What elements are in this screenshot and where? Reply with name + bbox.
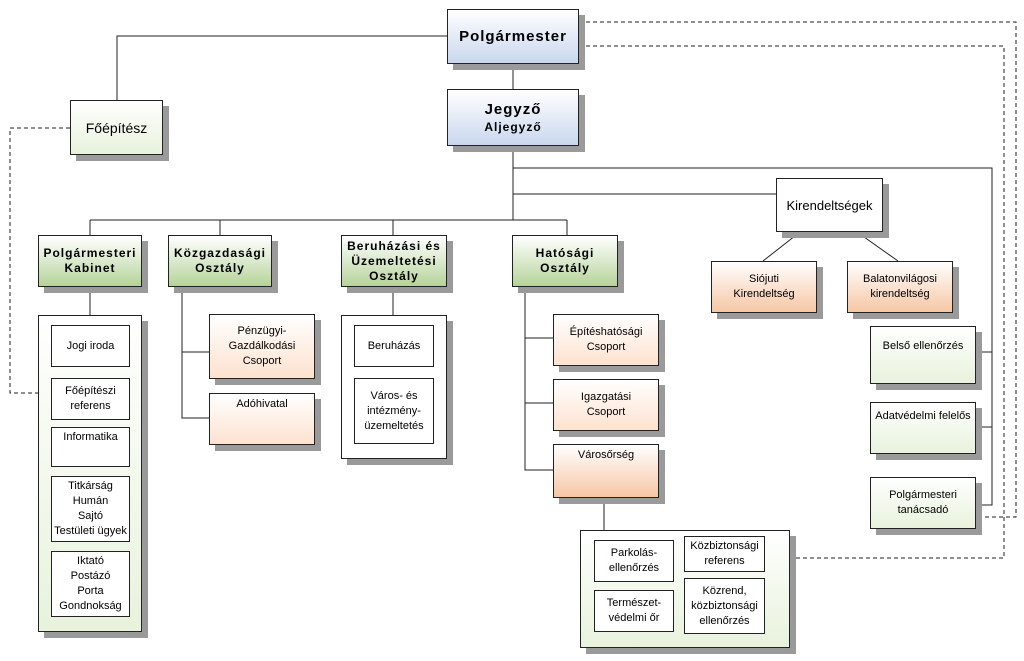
cabinet-label: Polgármesteri Kabinet: [43, 246, 137, 275]
cabinet-unit-label: Titkárság Humán Sajtó Testületi ügyek: [54, 480, 127, 537]
cabinet-unit-it: Informatika: [51, 427, 130, 467]
guard-unit-security-referens: Közbiztonsági referens: [684, 536, 765, 572]
guard-unit-public-order: Közrend, közbiztonsági ellenőrzés: [684, 578, 765, 634]
mayor-box: Polgármester: [447, 9, 579, 64]
cabinet-unit-label: Főépítészi referens: [65, 385, 116, 412]
staff-unit-label: Belső ellenőrzés: [882, 340, 964, 352]
cabinet-unit-label: Jogi iroda: [66, 339, 115, 352]
investment-unit-label: Beruházás: [367, 339, 421, 352]
guard-unit-parking: Parkolás- ellenőrzés: [594, 540, 674, 582]
cabinet-unit-secretariat: Titkárság Humán Sajtó Testületi ügyek: [51, 476, 130, 542]
line-authority-bracket: [524, 287, 553, 471]
authority-unit-city-guard: Városőrség: [553, 444, 659, 498]
authority-department: Hatósági Osztály: [512, 235, 618, 287]
staff-unit-label: Adatvédelmi felelős: [875, 410, 971, 422]
authority-unit-label: Igazgatási Csoport: [580, 391, 632, 418]
economic-unit-label: Adóhivatal: [236, 398, 288, 410]
branches-label: Kirendeltségek: [786, 197, 873, 213]
economic-unit-finance: Pénzügyi- Gazdálkodási Csoport: [209, 314, 315, 379]
staff-unit-mayoral-advisor: Polgármesteri tanácsadó: [870, 477, 976, 529]
line-notary-staff: [513, 167, 993, 506]
authority-label: Hatósági Osztály: [535, 246, 595, 275]
cabinet-department: Polgármesteri Kabinet: [38, 235, 142, 287]
cabinet-unit-label: Iktató Postázó Porta Gondnokság: [59, 555, 122, 612]
dashed-mayor-advisor: [579, 21, 1017, 518]
cabinet-unit-registry: Iktató Postázó Porta Gondnokság: [51, 551, 130, 617]
line-mayor-chief-architect: [116, 35, 447, 100]
authority-unit-label: Városőrség: [577, 449, 635, 461]
cabinet-unit-legal: Jogi iroda: [51, 325, 130, 367]
mayor-label: Polgármester: [459, 28, 567, 45]
cabinet-unit-label: Informatika: [63, 431, 118, 443]
economic-label: Közgazdasági Osztály: [173, 246, 266, 275]
staff-unit-internal-audit: Belső ellenőrzés: [870, 326, 976, 384]
investment-label: Beruházási és Üzemeltetési Osztály: [347, 238, 441, 283]
branch-unit-balatonvilagos: Balatonvilágosi kirendeltség: [847, 261, 953, 313]
branch-unit-label: Balatonvilágosi kirendeltség: [863, 273, 937, 300]
deputy-notary-label: Aljegyző: [484, 120, 542, 134]
economic-department: Közgazdasági Osztály: [168, 235, 272, 287]
authority-unit-building: Építéshatósági Csoport: [553, 314, 659, 366]
line-economic-bracket: [181, 287, 209, 419]
branch-unit-siojut: Siójuti Kirendeltség: [711, 261, 817, 313]
guard-unit-label: Parkolás- ellenőrzés: [608, 547, 660, 574]
branches-box: Kirendeltségek: [776, 178, 883, 232]
authority-unit-label: Építéshatósági Csoport: [569, 326, 643, 353]
chief-architect-box: Főépítész: [70, 100, 163, 155]
dashed-chief-architect-referens: [9, 127, 70, 394]
notary-label: Jegyző: [484, 101, 542, 118]
dashed-mayor-guard: [579, 45, 1005, 559]
investment-unit-label: Város- és intézmény- üzemeltetés: [364, 389, 424, 432]
line-branches-units: [762, 231, 899, 262]
guard-unit-nature-ranger: Természet- védelmi őr: [594, 590, 674, 632]
staff-unit-label: Polgármesteri tanácsadó: [889, 489, 957, 516]
guard-unit-label: Közrend, közbiztonsági ellenőrzés: [691, 584, 758, 627]
investment-unit-operations: Város- és intézmény- üzemeltetés: [354, 378, 434, 444]
notary-box: Jegyző Aljegyző: [447, 89, 579, 146]
investment-unit-projects: Beruházás: [354, 325, 434, 367]
authority-unit-administration: Igazgatási Csoport: [553, 379, 659, 431]
staff-unit-data-protection: Adatvédelmi felelős: [870, 402, 976, 454]
chief-architect-label: Főépítész: [85, 119, 148, 136]
investment-department: Beruházási és Üzemeltetési Osztály: [341, 235, 447, 287]
cabinet-unit-architect-referens: Főépítészi referens: [51, 378, 130, 420]
guard-unit-label: Közbiztonsági referens: [690, 540, 759, 567]
guard-unit-label: Természet- védelmi őr: [606, 597, 662, 624]
branch-unit-label: Siójuti Kirendeltség: [733, 273, 795, 300]
economic-unit-label: Pénzügyi- Gazdálkodási Csoport: [228, 325, 296, 367]
economic-unit-tax-office: Adóhivatal: [209, 393, 315, 445]
